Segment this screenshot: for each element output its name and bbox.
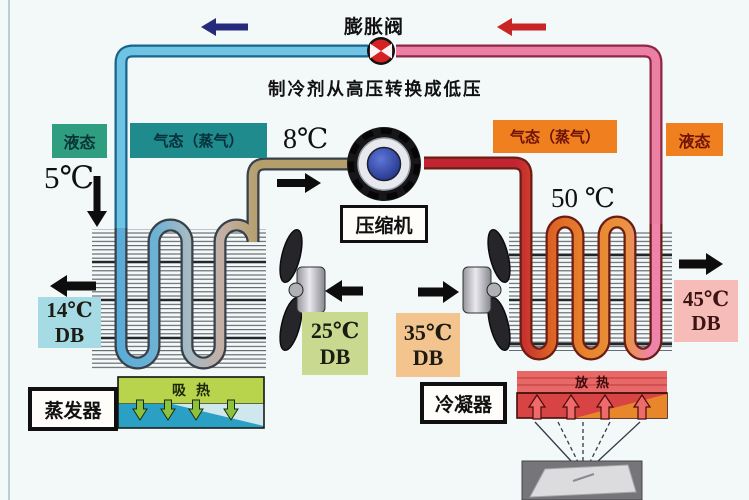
state-box-right-liquid: 液态	[666, 123, 723, 156]
heat-out-arrows	[527, 393, 652, 420]
release-heat-scene	[516, 371, 668, 500]
arrow-air-to-cond-fan	[418, 281, 459, 303]
db-temp: 45℃	[682, 286, 730, 311]
state-box-right-gas: 气态（蒸气）	[493, 120, 617, 153]
radiation-lines	[534, 421, 641, 463]
state-box-left-gas: 气态（蒸气）	[130, 123, 267, 158]
db-box-cond-air-on: 35℃ DB	[396, 313, 460, 377]
db-suffix: DB	[691, 311, 721, 335]
evaporator-coil	[114, 157, 352, 370]
compressor-unit	[347, 127, 421, 201]
evaporator-label: 蒸发器	[28, 387, 118, 431]
db-suffix: DB	[412, 345, 444, 370]
heat-into-water-arrows	[132, 399, 239, 421]
db-temp: 14℃	[46, 298, 93, 323]
arrow-cond-air-out	[679, 253, 723, 275]
arrow-suction-right	[277, 173, 321, 193]
release-heat-label: 放热	[574, 374, 617, 390]
caption-pressure-change: 制冷剂从高压转换成低压	[268, 79, 483, 99]
expansion-valve-label: 膨胀阀	[344, 17, 405, 38]
arrow-air-to-evap-fan	[325, 280, 363, 302]
db-temp: 25℃	[310, 318, 360, 344]
arrow-evap-air-out	[50, 275, 96, 297]
arrow-refrigerant-down	[87, 176, 107, 227]
flow-arrow-high-pressure	[497, 18, 546, 36]
temp-discharge: 50 ℃	[551, 183, 615, 213]
absorb-heat-scene	[117, 376, 265, 429]
expansion-valve	[367, 37, 395, 65]
state-box-left-liquid: 液态	[52, 124, 107, 158]
high-pressure-liquid-pipe	[396, 44, 663, 226]
db-box-evap-air-off: 14℃ DB	[38, 297, 101, 348]
flow-arrow-low-pressure	[201, 18, 248, 36]
heated-object-photo	[521, 460, 643, 500]
temp-after-valve: 5℃	[44, 160, 95, 195]
db-temp: 35℃	[403, 319, 453, 345]
db-box-cond-air-off: 45℃ DB	[674, 280, 738, 342]
db-box-evap-air-on: 25℃ DB	[302, 312, 368, 375]
condenser-coil	[424, 156, 663, 361]
compressor-label: 压缩机	[340, 205, 428, 243]
evaporator-fan	[279, 228, 326, 352]
condenser-fan	[462, 228, 511, 352]
absorb-heat-label: 吸热	[172, 381, 220, 398]
condenser-label: 冷凝器	[420, 382, 507, 424]
condenser-fins	[509, 231, 672, 351]
db-suffix: DB	[54, 322, 85, 347]
low-pressure-liquid-pipe	[114, 44, 368, 232]
db-suffix: DB	[319, 343, 351, 369]
temp-suction: 8℃	[283, 124, 329, 155]
